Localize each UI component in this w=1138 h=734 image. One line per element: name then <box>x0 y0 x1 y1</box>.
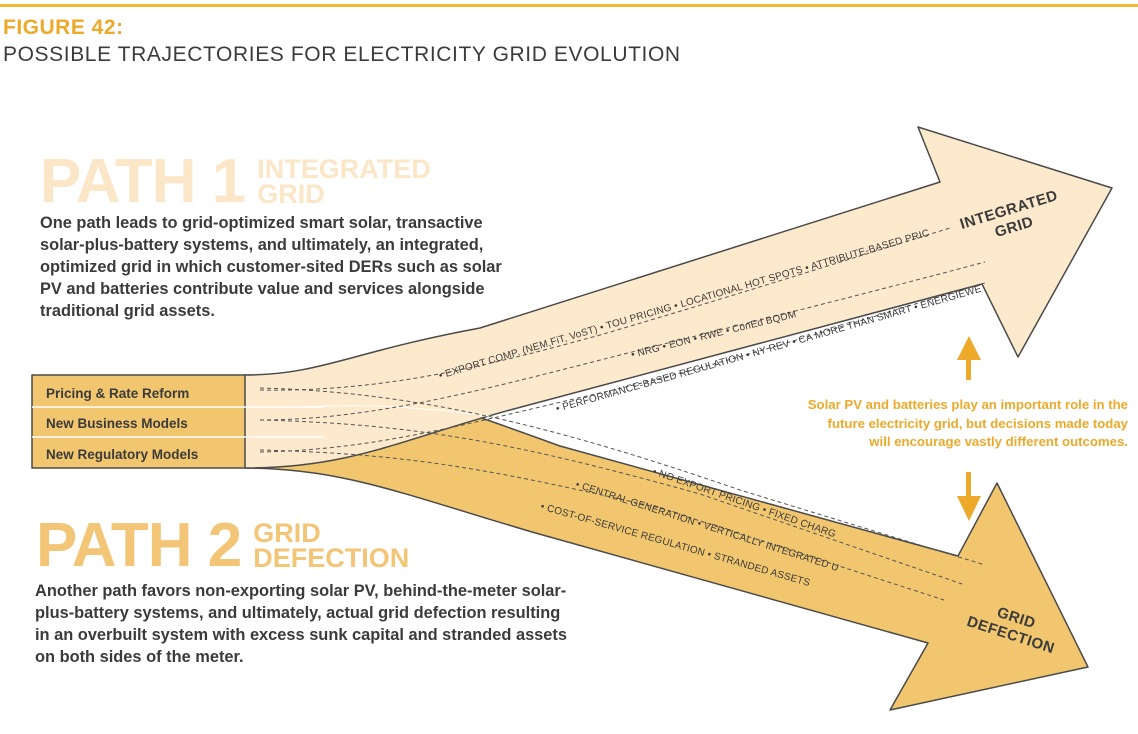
path2-dash-line <box>259 449 945 601</box>
path1-subtitle: INTEGRATED GRID <box>257 154 431 209</box>
path1-number: PATH 1 <box>40 147 246 216</box>
path1-arrow <box>244 126 1113 469</box>
path2-number: PATH 2 <box>36 511 242 580</box>
top-rule <box>0 4 1138 7</box>
path1-dash-line <box>259 227 951 391</box>
band-curve <box>299 405 641 443</box>
path1-subtitle-line2: GRID <box>257 179 325 209</box>
band-label-business: New Business Models <box>46 416 188 431</box>
band-label-regulatory: New Regulatory Models <box>46 447 199 462</box>
path1-description: One path leads to grid-optimized smart s… <box>40 214 502 320</box>
figure-title: POSSIBLE TRAJECTORIES FOR ELECTRICITY GR… <box>3 43 681 66</box>
path2-dash-line <box>259 387 986 566</box>
path2-subtitle-line1: GRID <box>253 518 321 548</box>
band-label-pricing: Pricing & Rate Reform <box>46 386 190 401</box>
arrow-up-icon <box>957 336 981 380</box>
path1-dash-line <box>259 282 986 453</box>
figure-number: FIGURE 42: <box>3 16 124 39</box>
path2-description: Another path favors non-exporting solar … <box>35 582 567 666</box>
path2-subtitle: GRID DEFECTION <box>253 518 410 573</box>
path2-subtitle-line2: DEFECTION <box>253 543 410 573</box>
path2-dash-line <box>259 419 963 585</box>
path1-heading: PATH 1 INTEGRATED GRID <box>40 147 431 216</box>
side-note: Solar PV and batteries play an important… <box>807 397 1128 449</box>
path1-dash-line <box>259 261 986 421</box>
path2-heading: PATH 2 GRID DEFECTION <box>36 511 410 580</box>
arrow-down-icon <box>957 472 981 521</box>
path1-subtitle-line1: INTEGRATED <box>257 154 431 184</box>
